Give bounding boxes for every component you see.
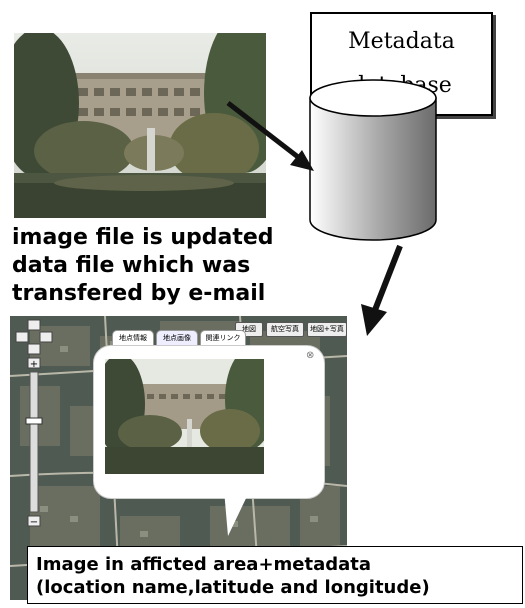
arrow-to-map xyxy=(361,244,403,336)
tab-location-info[interactable]: 地点情報 xyxy=(112,330,154,345)
popup-pointer xyxy=(224,490,250,536)
tab-related-links[interactable]: 関連リンク xyxy=(200,330,246,345)
tab-location-image[interactable]: 地点画像 xyxy=(156,330,198,345)
caption-top: image file is updated data file which wa… xyxy=(12,225,274,306)
zoom-control[interactable]: + − xyxy=(14,318,54,538)
aerial-photo-button[interactable]: 航空写真 xyxy=(266,322,304,337)
map-plus-photo-button[interactable]: 地図+写真 xyxy=(307,322,347,337)
popup-photo xyxy=(105,359,264,474)
database-cylinder-icon xyxy=(309,79,437,241)
popup-close-icon[interactable]: ⊗ xyxy=(306,350,315,361)
arrow-to-database xyxy=(226,101,314,171)
campus-photo xyxy=(14,33,266,218)
metadata-label: Metadata xyxy=(348,29,455,54)
svg-text:−: − xyxy=(30,517,38,528)
caption-bottom: Image in afficted area+metadata (locatio… xyxy=(27,546,523,604)
svg-text:+: + xyxy=(30,359,38,370)
